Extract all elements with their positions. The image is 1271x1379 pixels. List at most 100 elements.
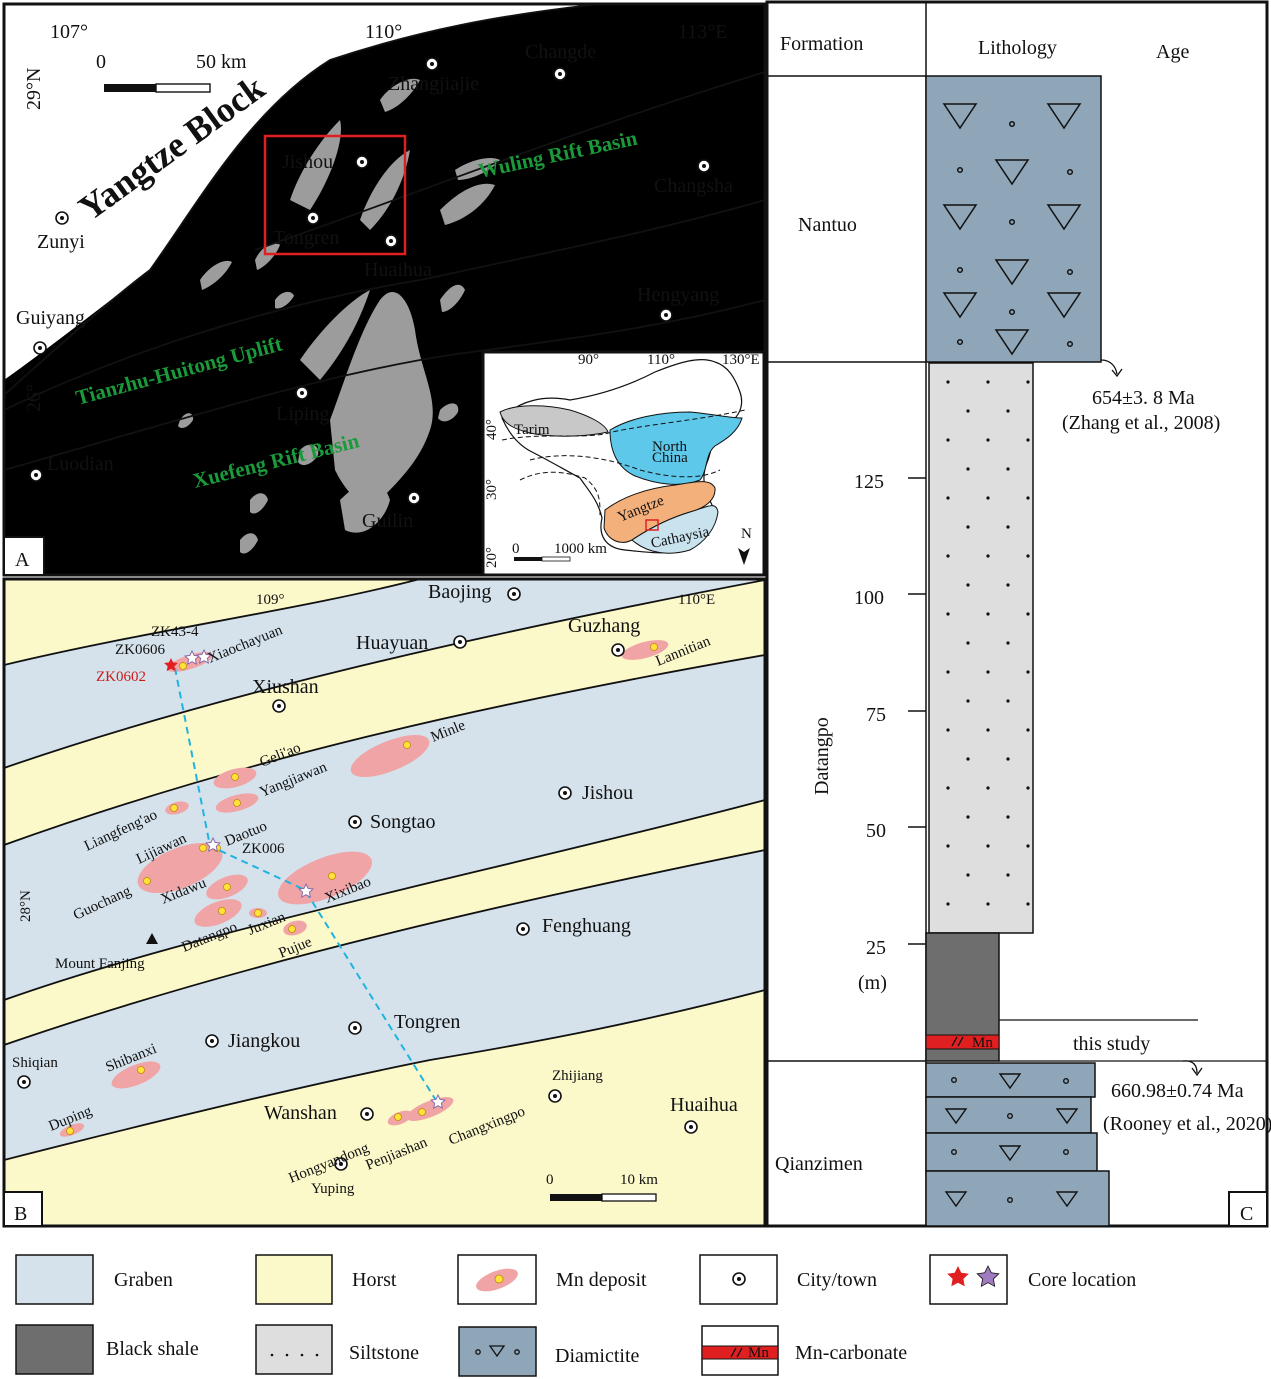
lat-tick-26: 26° bbox=[23, 384, 45, 412]
city-baojing: Baojing bbox=[428, 581, 491, 603]
city-yuping: Yuping bbox=[311, 1181, 355, 1197]
silt-dot bbox=[1026, 380, 1030, 384]
nantuo-diamictite bbox=[925, 75, 1102, 363]
datangpo-siltstone bbox=[928, 362, 1034, 934]
legend-mn-deposit: Mn deposit bbox=[556, 1269, 647, 1291]
svg-text:0: 0 bbox=[96, 51, 106, 73]
depth-scale bbox=[908, 477, 926, 945]
legend-horst: Horst bbox=[352, 1269, 397, 1291]
city-changde: Changde bbox=[525, 41, 596, 63]
age-top-ref: (Zhang et al., 2008) bbox=[1062, 412, 1220, 434]
silt-dot bbox=[966, 583, 970, 587]
silt-dot bbox=[986, 844, 990, 848]
panel-c-letter: C bbox=[1240, 1203, 1253, 1225]
city-songtao: Songtao bbox=[370, 811, 436, 833]
silt-dot bbox=[966, 699, 970, 703]
silt-dot bbox=[986, 438, 990, 442]
silt-dot bbox=[1006, 699, 1010, 703]
silt-dot bbox=[1026, 438, 1030, 442]
lat-tick-29: 29°N bbox=[23, 68, 45, 110]
city-changsha: Changsha bbox=[654, 175, 733, 197]
lat-tick-28: 28°N bbox=[18, 890, 34, 922]
silt-dot bbox=[1006, 757, 1010, 761]
depth-tick-75: 75 bbox=[866, 704, 886, 726]
city-hengyang: Hengyang bbox=[637, 284, 719, 306]
panel-b-cities: Baojing Huayuan Guzhang Xiushan Jishou S… bbox=[12, 581, 738, 1197]
silt-dot bbox=[1026, 728, 1030, 732]
panel-c-letter-box bbox=[1228, 1191, 1268, 1227]
formation-qianzimen: Qianzimen bbox=[775, 1153, 863, 1175]
label-mount-fanjing: Mount Fanjing bbox=[55, 956, 145, 972]
city-huayuan: Huayuan bbox=[356, 632, 428, 654]
silt-dot bbox=[966, 409, 970, 413]
svg-text:130°E: 130°E bbox=[722, 352, 760, 368]
formation-nantuo: Nantuo bbox=[798, 214, 857, 236]
panel-a-cities: Zhangjiajie Changde Jishou Changsha Zuny… bbox=[16, 41, 733, 532]
legend-swatch-horst bbox=[255, 1254, 333, 1305]
legend-swatch-siltstone bbox=[255, 1324, 333, 1375]
silt-dot bbox=[1026, 554, 1030, 558]
city-jishou-b: Jishou bbox=[582, 782, 633, 804]
section-line bbox=[174, 667, 438, 1103]
panel-c-stratigraphic-column: Formation Lithology Age Nantuo Datangpo … bbox=[765, 0, 1271, 1228]
mn-carbonate-bed bbox=[925, 1034, 1000, 1050]
legend-swatch-black-shale bbox=[15, 1324, 94, 1375]
legend-city: City/town bbox=[797, 1269, 877, 1291]
legend: Graben Horst Mn deposit City/town Core l… bbox=[15, 1254, 1136, 1377]
city-tongren-b: Tongren bbox=[394, 1011, 460, 1033]
diamictite-pattern bbox=[942, 103, 1082, 356]
formation-datangpo: Datangpo bbox=[811, 717, 833, 795]
city-tongren-a: Tongren bbox=[273, 227, 339, 249]
legend-graben: Graben bbox=[114, 1269, 173, 1291]
city-luodian: Luodian bbox=[47, 453, 114, 475]
panel-b-map: 109° 110°E 28°N Baojing Huayuan Guzhang … bbox=[2, 577, 767, 1228]
core-zk006: ZK006 bbox=[242, 841, 285, 857]
svg-text:20°: 20° bbox=[484, 547, 500, 568]
city-jiangkou: Jiangkou bbox=[228, 1030, 300, 1052]
svg-text:0: 0 bbox=[512, 541, 520, 557]
age-bottom-ref: (Rooney et al., 2020) bbox=[1103, 1113, 1271, 1135]
region-tarim: Tarim bbox=[514, 422, 550, 438]
city-xiushan: Xiushan bbox=[252, 676, 319, 698]
region-north-china-2: China bbox=[652, 450, 688, 466]
purple-star-icon bbox=[976, 1265, 1000, 1288]
silt-dot bbox=[1006, 409, 1010, 413]
siltstone-dots bbox=[946, 380, 1030, 906]
depth-tick-100: 100 bbox=[854, 587, 884, 609]
silt-dot bbox=[986, 612, 990, 616]
silt-dot bbox=[986, 380, 990, 384]
core-zk0602: ZK0602 bbox=[96, 669, 146, 685]
silt-dot bbox=[1006, 583, 1010, 587]
city-zunyi: Zunyi bbox=[37, 231, 85, 253]
silt-dot bbox=[986, 496, 990, 500]
precambrian-outcrops bbox=[178, 78, 500, 554]
panel-a-frame bbox=[2, 2, 767, 577]
qianzimen-diamictite bbox=[925, 1062, 1110, 1227]
silt-dot bbox=[986, 786, 990, 790]
header-age: Age bbox=[1156, 41, 1189, 63]
silt-dot bbox=[946, 380, 950, 384]
city-huaihua-b: Huaihua bbox=[670, 1094, 738, 1116]
depth-tick-25: 25 bbox=[866, 937, 886, 959]
silt-dot bbox=[966, 467, 970, 471]
mn-bed-label: Mn bbox=[972, 1035, 993, 1051]
lon-tick-113: 113°E bbox=[678, 21, 727, 43]
silt-dot bbox=[986, 902, 990, 906]
core-location-icons bbox=[164, 648, 447, 1110]
silt-dot bbox=[1026, 670, 1030, 674]
svg-text:40°: 40° bbox=[484, 419, 500, 440]
region-north-china-1: North bbox=[652, 439, 687, 455]
svg-text:N: N bbox=[741, 526, 752, 542]
silt-dot bbox=[966, 641, 970, 645]
header-formation: Formation bbox=[780, 33, 863, 55]
city-guiyang: Guiyang bbox=[16, 307, 85, 329]
legend-mn-carbonate: Mn-carbonate bbox=[795, 1342, 907, 1364]
silt-dot bbox=[986, 670, 990, 674]
silt-dot bbox=[966, 757, 970, 761]
study-area-box bbox=[263, 134, 407, 256]
silt-dot bbox=[946, 786, 950, 790]
silt-dot bbox=[1026, 612, 1030, 616]
silt-dot bbox=[946, 728, 950, 732]
depth-unit: (m) bbox=[858, 972, 887, 994]
